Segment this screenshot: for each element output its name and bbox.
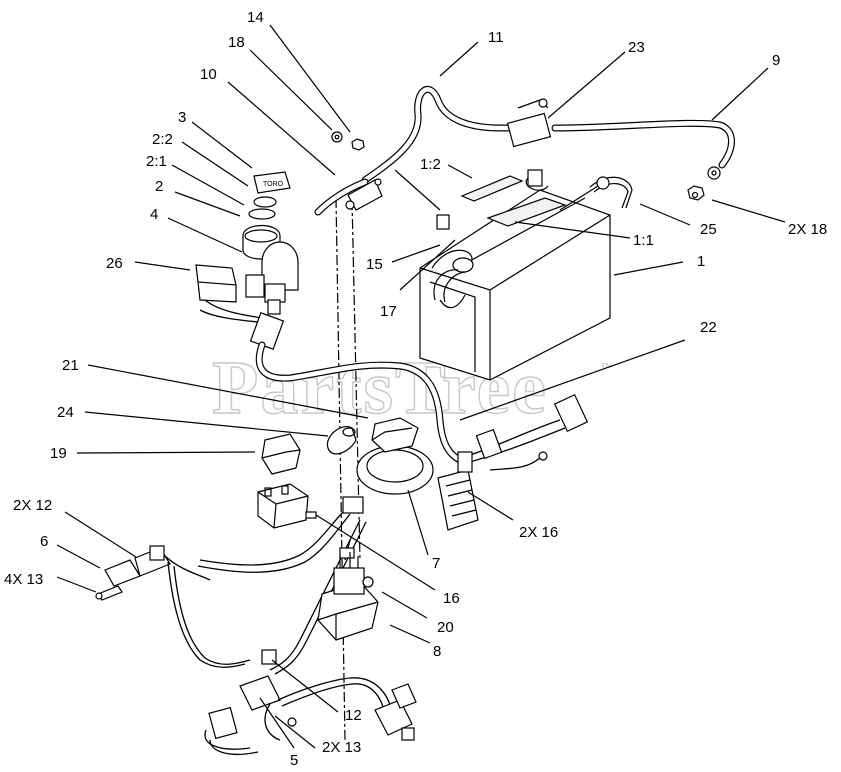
plug-connector-left[interactable] (104, 545, 171, 587)
callout-2x18: 2X 18 (788, 221, 827, 238)
callout-9: 9 (772, 52, 780, 69)
callout-2-2: 2:2 (152, 131, 173, 148)
harness-connector-top[interactable] (249, 312, 285, 350)
callout-15: 15 (366, 256, 383, 273)
terminal-boot[interactable] (326, 426, 357, 455)
callout-25: 25 (700, 221, 717, 238)
callout-6: 6 (40, 533, 48, 550)
lower-plug[interactable] (204, 706, 259, 755)
callout-2x12: 2X 12 (13, 497, 52, 514)
callout-14: 14 (247, 9, 264, 26)
callout-2: 2 (155, 178, 163, 195)
main-wire-harness[interactable] (255, 341, 589, 471)
battery-label-1-1 (486, 197, 567, 227)
ignition-key[interactable]: TORO (253, 171, 291, 194)
battery-label-1-2 (460, 175, 524, 202)
key-nut[interactable] (253, 196, 277, 208)
harness-ring-right[interactable] (538, 451, 548, 461)
callout-3: 3 (178, 109, 186, 126)
relay-socket[interactable] (257, 483, 309, 529)
battery-cable[interactable] (361, 85, 735, 201)
callout-22: 22 (700, 319, 717, 336)
callout-7: 7 (432, 555, 440, 572)
terminal-pin[interactable] (95, 585, 123, 601)
hold-down-rod[interactable] (559, 176, 633, 211)
bracket-connector[interactable] (239, 649, 281, 711)
callout-17: 17 (380, 303, 397, 320)
key-label: TORO (263, 181, 284, 188)
callout-1: 1 (697, 253, 705, 270)
callout-11: 11 (488, 29, 504, 46)
switch-plug-right[interactable] (374, 683, 417, 741)
callout-23: 23 (628, 39, 645, 56)
callout-4x13: 4X 13 (4, 571, 43, 588)
callout-10: 10 (200, 66, 217, 83)
grommet[interactable] (356, 445, 434, 495)
callout-20: 20 (437, 619, 454, 636)
leader-lines (56, 24, 786, 749)
connector-block[interactable] (195, 264, 237, 303)
bolt[interactable] (351, 138, 365, 151)
callout-26: 26 (106, 255, 123, 272)
center-line (335, 197, 346, 741)
callout-2x13: 2X 13 (322, 739, 361, 756)
callout-8: 8 (433, 643, 441, 660)
callout-5: 5 (290, 752, 298, 769)
callout-16: 16 (443, 590, 460, 607)
inline-connector[interactable] (342, 496, 364, 514)
callout-24: 24 (57, 404, 74, 421)
cable-clamp[interactable] (433, 257, 474, 303)
callout-4: 4 (150, 206, 158, 223)
relay-small[interactable] (261, 433, 301, 475)
starter-solenoid[interactable] (317, 552, 379, 641)
callout-1-1: 1:1 (633, 232, 654, 249)
harness-connector-right[interactable] (553, 393, 589, 433)
seat-switch[interactable] (245, 241, 299, 303)
small-screw-lower[interactable] (287, 717, 297, 727)
callout-18: 18 (228, 34, 245, 51)
battery-terminal-negative[interactable] (436, 214, 450, 230)
callout-19: 19 (50, 445, 67, 462)
screw-small[interactable] (305, 511, 317, 519)
key-washer[interactable] (248, 208, 276, 220)
callout-2-1: 2:1 (146, 153, 167, 170)
fuse-holder[interactable] (506, 112, 552, 148)
battery-terminal-positive[interactable] (527, 169, 543, 187)
callout-12: 12 (345, 707, 362, 724)
callout-2x16: 2X 16 (519, 524, 558, 541)
ground-cable[interactable] (314, 178, 383, 216)
callout-21: 21 (62, 357, 79, 374)
fuse-block[interactable] (437, 451, 479, 531)
relay-large[interactable] (371, 417, 419, 453)
battery[interactable] (419, 169, 611, 381)
callout-1-2: 1:2 (420, 156, 441, 173)
